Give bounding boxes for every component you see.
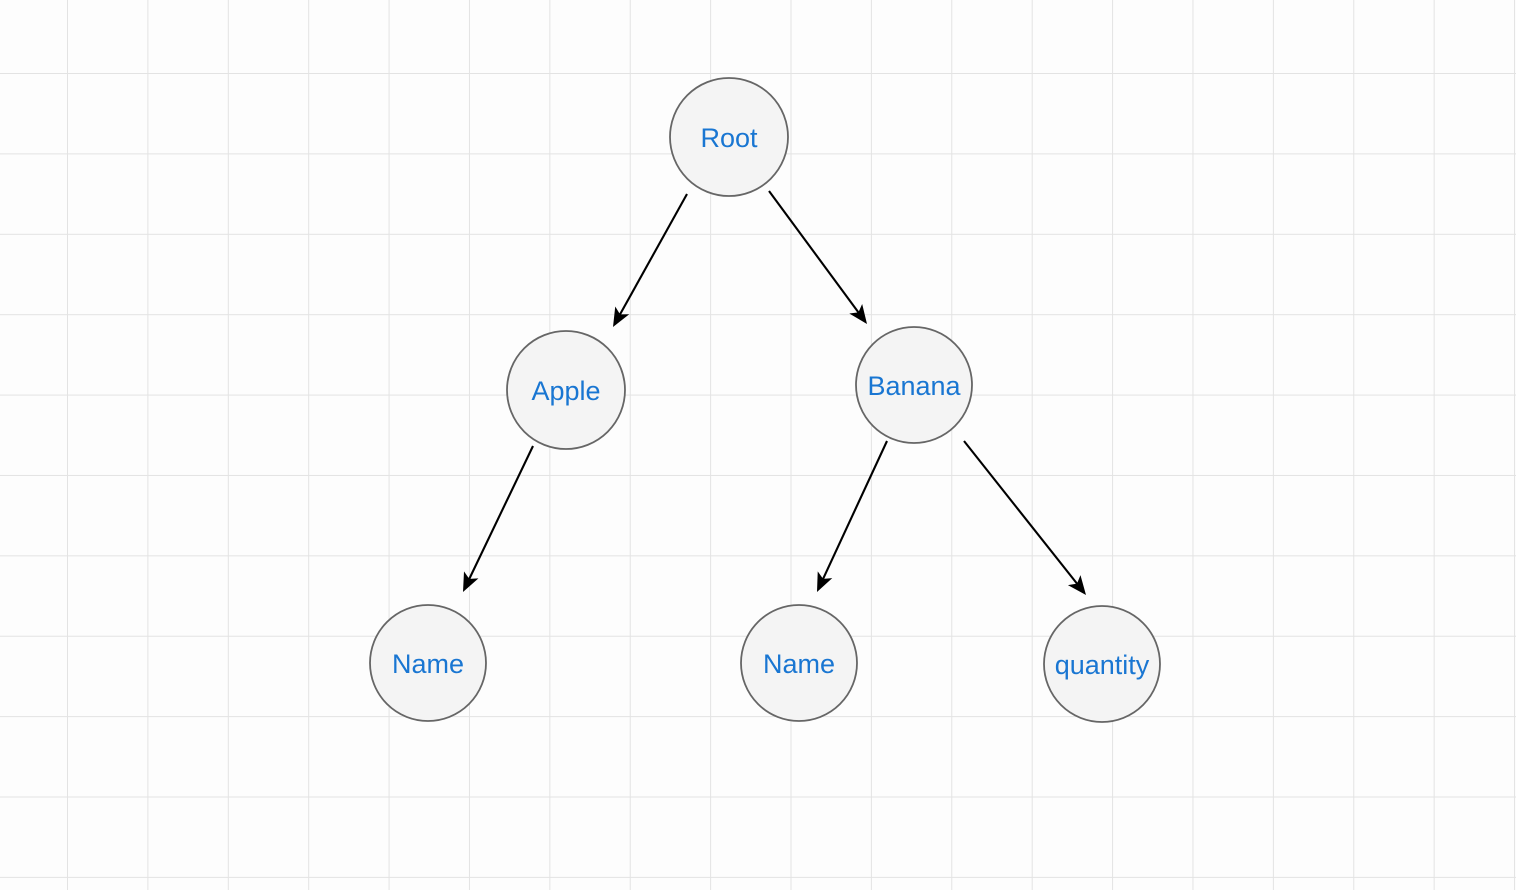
edge-banana-quantity[interactable] xyxy=(963,440,1086,595)
node-label: Apple xyxy=(531,376,600,406)
edge-banana-name[interactable] xyxy=(817,440,888,592)
node-shape[interactable] xyxy=(1043,605,1161,723)
node-label: quantity xyxy=(1055,650,1150,680)
node-label: Banana xyxy=(867,371,961,401)
arrowhead-icon xyxy=(849,303,867,324)
node-quantity[interactable]: quantity xyxy=(1043,605,1161,723)
node-apple[interactable]: Apple xyxy=(506,330,626,450)
edges-layer xyxy=(463,190,1086,595)
edge-line xyxy=(821,440,888,580)
arrowhead-icon xyxy=(1067,575,1086,595)
arrowhead-icon xyxy=(817,571,833,592)
node-shape[interactable] xyxy=(506,330,626,450)
node-banana[interactable]: Banana xyxy=(855,326,973,444)
edge-line xyxy=(468,445,534,580)
node-name-2[interactable]: Name xyxy=(740,604,858,722)
node-label: Name xyxy=(763,649,835,679)
arrowhead-icon xyxy=(613,306,630,327)
edge-apple-name[interactable] xyxy=(463,445,534,592)
edge-root-banana[interactable] xyxy=(768,190,867,324)
node-root[interactable]: Root xyxy=(669,77,789,197)
edge-root-apple[interactable] xyxy=(613,193,688,327)
arrowhead-icon xyxy=(463,571,479,592)
node-label: Name xyxy=(392,649,464,679)
node-label: Root xyxy=(700,123,758,153)
node-shape[interactable] xyxy=(740,604,858,722)
edge-line xyxy=(963,440,1079,585)
node-shape[interactable] xyxy=(369,604,487,722)
node-shape[interactable] xyxy=(855,326,973,444)
edge-line xyxy=(768,190,860,314)
node-shape[interactable] xyxy=(669,77,789,197)
edge-line xyxy=(618,193,688,316)
node-name-1[interactable]: Name xyxy=(369,604,487,722)
